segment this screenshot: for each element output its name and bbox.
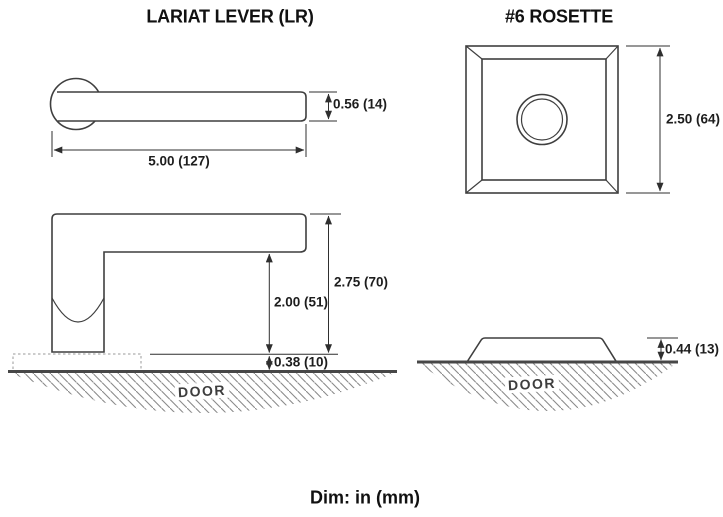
door-label-left: DOOR — [174, 381, 230, 401]
rosette-front-dimensions — [626, 45, 670, 194]
rosette-size-dim-label: 2.50 (64) — [666, 111, 721, 127]
dimension-units-note: Dim: in (mm) — [310, 487, 420, 508]
lever-side-dimensions — [51, 91, 337, 157]
rosette-bore-outer-circle — [516, 93, 568, 146]
lever-thickness-dim-label: 0.56 (14) — [333, 96, 388, 112]
rosette-bevel-lines — [465, 45, 619, 194]
lever-side-view — [49, 77, 307, 131]
lever-front-dimensions — [150, 213, 341, 370]
lever-overall-height-dim-label: 2.75 (70) — [334, 274, 389, 290]
lever-underside-height-dim-label: 2.00 (51) — [274, 294, 329, 310]
rosette-front-view — [465, 45, 619, 194]
lever-length-dim-label: 5.00 (127) — [148, 153, 210, 169]
rosette-projection-dim-label: 0.44 (13) — [665, 341, 720, 357]
door-label-right: DOOR — [504, 374, 560, 394]
rosette-inner-square — [481, 58, 607, 181]
rosette-outer-square — [465, 45, 619, 194]
lever-neck-arc — [51, 297, 105, 323]
rosette-view-title: #6 ROSETTE — [504, 6, 614, 27]
lever-grip-bar — [57, 91, 307, 122]
rosette-side-dimensions — [647, 337, 678, 361]
lever-front-view — [12, 213, 307, 372]
lever-base-gap-dim-label: 0.38 (10) — [274, 354, 329, 370]
rosette-side-profile — [465, 337, 618, 363]
rosette-bore-inner-circle — [520, 98, 564, 141]
lever-view-title: LARIAT LEVER (LR) — [146, 6, 314, 27]
lever-front-outline — [51, 213, 307, 353]
rosette-hidden-outline — [12, 353, 142, 372]
